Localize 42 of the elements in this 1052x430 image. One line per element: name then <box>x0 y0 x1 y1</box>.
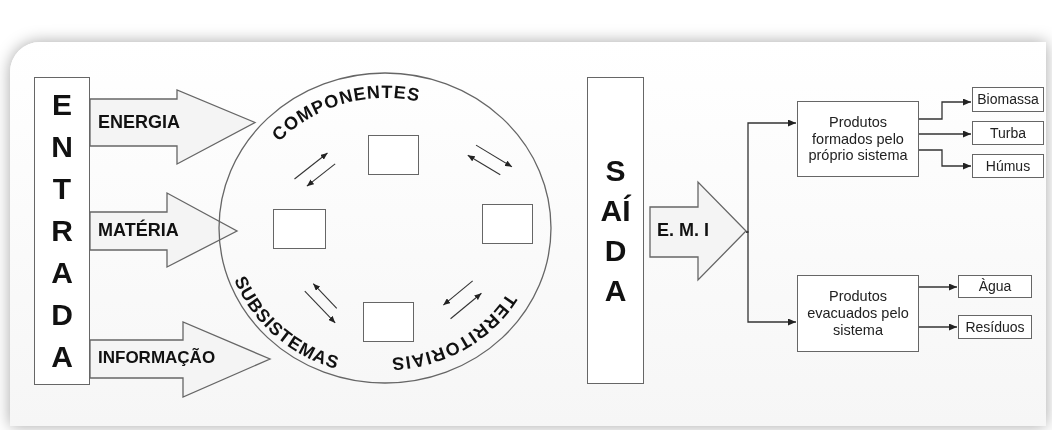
block-arrow <box>89 89 257 166</box>
box-label: Resíduos <box>965 318 1025 336</box>
output-box <box>972 121 1044 145</box>
connector-arrow <box>745 119 797 233</box>
output-box <box>958 275 1032 298</box>
box-label: Àgua <box>978 278 1012 295</box>
box-label: Produtos formados pelo próprio sistema <box>807 114 909 164</box>
vertical-box <box>34 77 90 385</box>
arrow <box>306 163 336 187</box>
connector-arrow <box>918 149 972 170</box>
box-label: Húmus <box>985 157 1031 175</box>
box-label: Biomassa <box>977 91 1039 108</box>
connector-arrow <box>918 98 972 120</box>
connector-arrow <box>745 231 797 326</box>
connector-arrow <box>918 130 972 138</box>
vertical-label: ENTRADA <box>50 87 74 375</box>
arrow <box>467 154 501 176</box>
process-box <box>797 101 919 177</box>
vertical-box <box>587 77 644 384</box>
arrow <box>312 283 338 309</box>
output-box <box>972 87 1044 112</box>
process-box <box>797 275 919 352</box>
output-box <box>972 154 1044 178</box>
arrow-label: ENERGIA <box>98 111 180 133</box>
connector-arrow <box>918 283 958 291</box>
arrow <box>293 152 329 180</box>
block-arrow <box>89 321 272 398</box>
system-ellipse <box>218 72 552 384</box>
block-arrow <box>650 182 746 280</box>
arrow-label: E. M. I <box>657 220 709 241</box>
empty-box <box>482 204 533 244</box>
arrow-label: INFORMAÇÃO <box>98 348 216 368</box>
arrow-label: MATÉRIA <box>98 220 179 241</box>
connector-arrow <box>918 323 958 331</box>
box-label: Produtos evacuados pelo sistema <box>806 288 910 339</box>
output-box <box>958 315 1032 339</box>
arrow <box>304 290 336 324</box>
box-label: Turba <box>989 124 1027 142</box>
vertical-label: SAÍDA <box>600 152 631 309</box>
arrow <box>475 144 513 168</box>
empty-box <box>273 209 326 249</box>
block-arrow <box>89 191 239 269</box>
